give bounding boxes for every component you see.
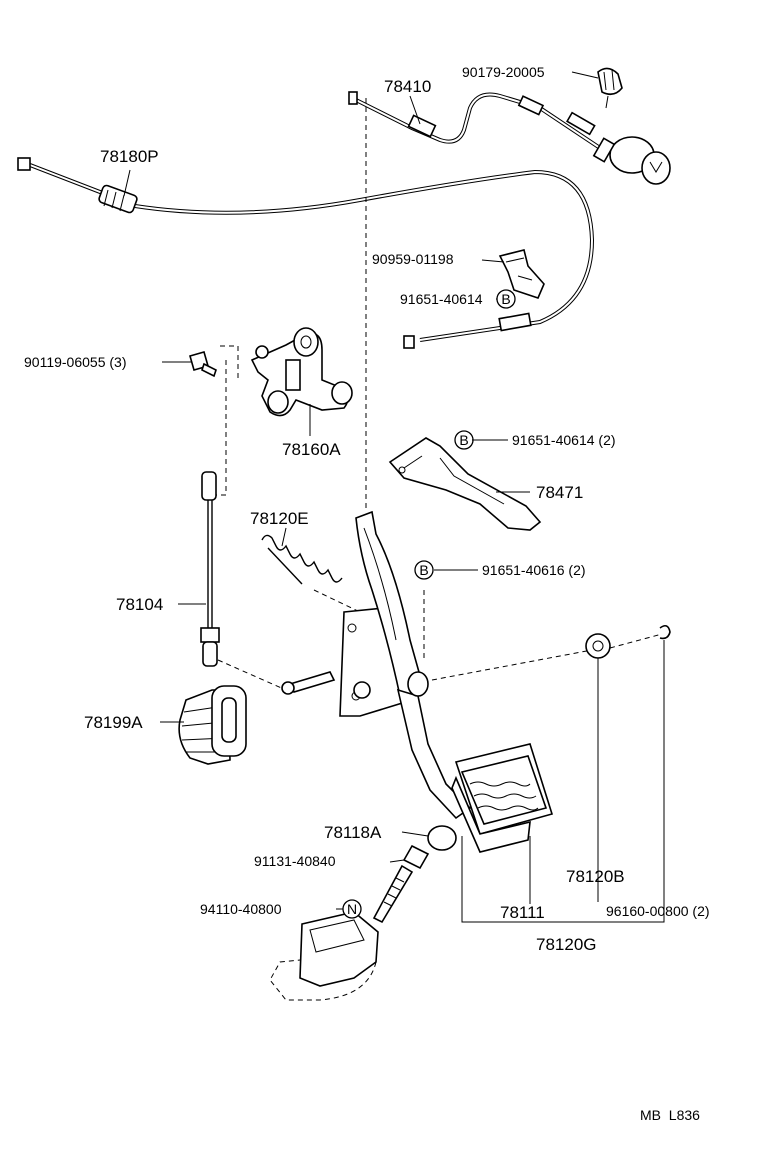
label-91651-40614: 91651-40614 (400, 291, 483, 307)
label-94110-40800: 94110-40800 (200, 901, 282, 917)
marker-b3-text: B (419, 562, 428, 578)
bolt-90119 (189, 351, 217, 378)
label-90179-20005: 90179-20005 (462, 64, 545, 80)
stopper-bracket (269, 911, 379, 1001)
pedal-assembly (281, 510, 554, 853)
label-78104: 78104 (116, 595, 163, 614)
footer-code: MB L836 (640, 1107, 700, 1123)
label-91651-40616: 91651-40616 (2) (482, 562, 586, 578)
clip-90179 (597, 67, 623, 109)
cable-78410 (348, 91, 602, 150)
label-91131-40840: 91131-40840 (254, 853, 336, 869)
rod-78104 (200, 471, 220, 667)
bolt-91131 (372, 844, 430, 924)
clip-96160 (659, 624, 671, 640)
label-91651-40614-2: 91651-40614 (2) (512, 432, 616, 448)
bracket-78160a (250, 327, 353, 417)
marker-n-1: N (342, 899, 362, 919)
cable-78180p (17, 157, 595, 349)
spring-78120e (261, 534, 343, 585)
label-78160a: 78160A (282, 440, 341, 459)
leader-lines (123, 71, 599, 910)
bushing-78120b (585, 633, 611, 659)
bracket-78471 (388, 437, 542, 531)
label-78120e: 78120E (250, 509, 309, 528)
marker-b-2: B (454, 430, 474, 450)
boot-78199a (178, 685, 247, 765)
label-78111: 78111 (500, 903, 545, 922)
label-96160-00800: 96160-00800 (2) (606, 903, 710, 919)
label-78120g: 78120G (536, 935, 597, 954)
label-90959-01198: 90959-01198 (372, 251, 454, 267)
label-78199a: 78199A (84, 713, 143, 732)
label-78118a: 78118A (324, 823, 382, 842)
label-78120b: 78120B (566, 867, 625, 886)
label-78471: 78471 (536, 483, 583, 502)
cushion-78118a (427, 825, 457, 851)
cable-knob (592, 136, 671, 185)
marker-b-1: B (496, 289, 516, 309)
marker-b1-text: B (501, 291, 510, 307)
label-78180p: 78180P (100, 147, 159, 166)
marker-b2-text: B (459, 432, 468, 448)
marker-b-3: B (414, 560, 434, 580)
label-90119-06055: 90119-06055 (3) (24, 354, 126, 370)
clamp-90959 (498, 249, 545, 299)
label-78410: 78410 (384, 77, 431, 96)
marker-n1-text: N (347, 901, 357, 917)
